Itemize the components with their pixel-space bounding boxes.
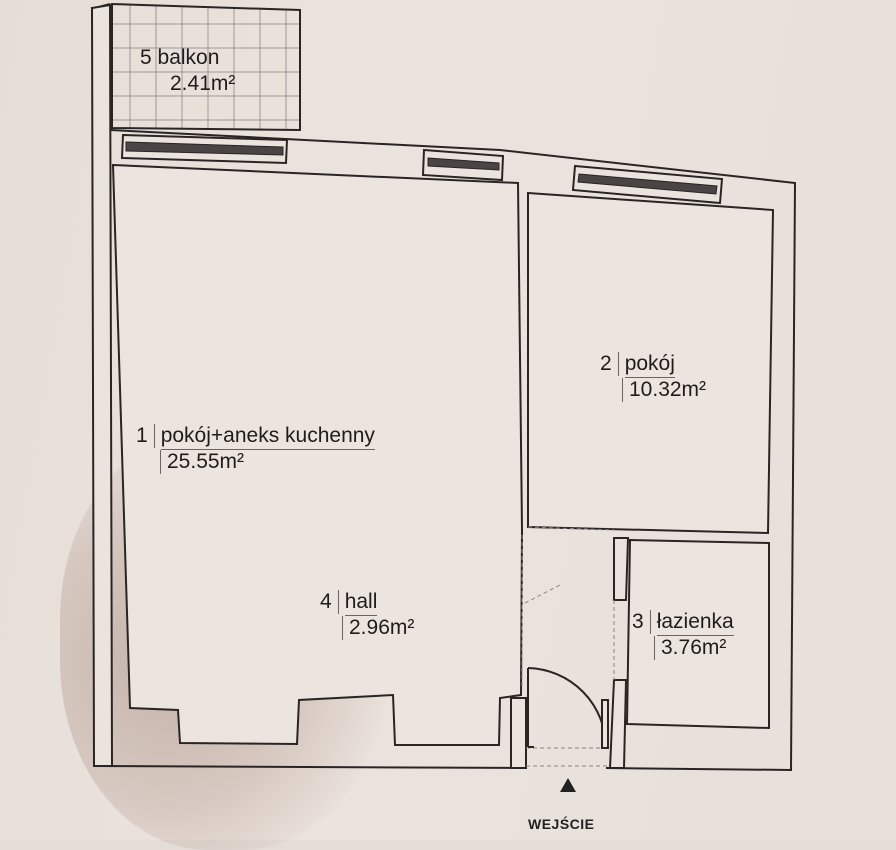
room-3-outline (625, 538, 770, 730)
outer-wall (90, 3, 797, 772)
room-3-number: 3 (632, 610, 651, 634)
room-4-area: 2.96m² (342, 616, 414, 640)
entrance-arrow-icon (560, 778, 576, 792)
room-1-name: pokój+aneks kuchenny (160, 424, 375, 450)
room-2-name: pokój (624, 352, 675, 378)
room-5-name: balkon (157, 46, 220, 69)
room-2-outline (527, 191, 775, 535)
balcony (111, 2, 301, 132)
room-2-number: 2 (600, 352, 619, 376)
room-1-area: 25.55m² (160, 450, 375, 474)
room-1-number: 1 (136, 424, 155, 448)
windows (120, 133, 724, 205)
room-2-area: 10.32m² (622, 378, 706, 402)
entrance-label: WEJŚCIE (528, 816, 595, 832)
hall-walls (510, 537, 630, 769)
room-5-area: 2.41m² (170, 72, 236, 95)
room-label-5: 5 balkon 2.41m² (140, 46, 235, 96)
door-thresholds (521, 526, 615, 767)
room-4-name: hall (344, 590, 378, 616)
room-4-number: 4 (320, 590, 339, 614)
entrance-door (527, 667, 609, 749)
room-3-name: łazienka (656, 610, 734, 636)
room-3-area: 3.76m² (654, 636, 734, 660)
room-5-number: 5 (140, 46, 152, 69)
